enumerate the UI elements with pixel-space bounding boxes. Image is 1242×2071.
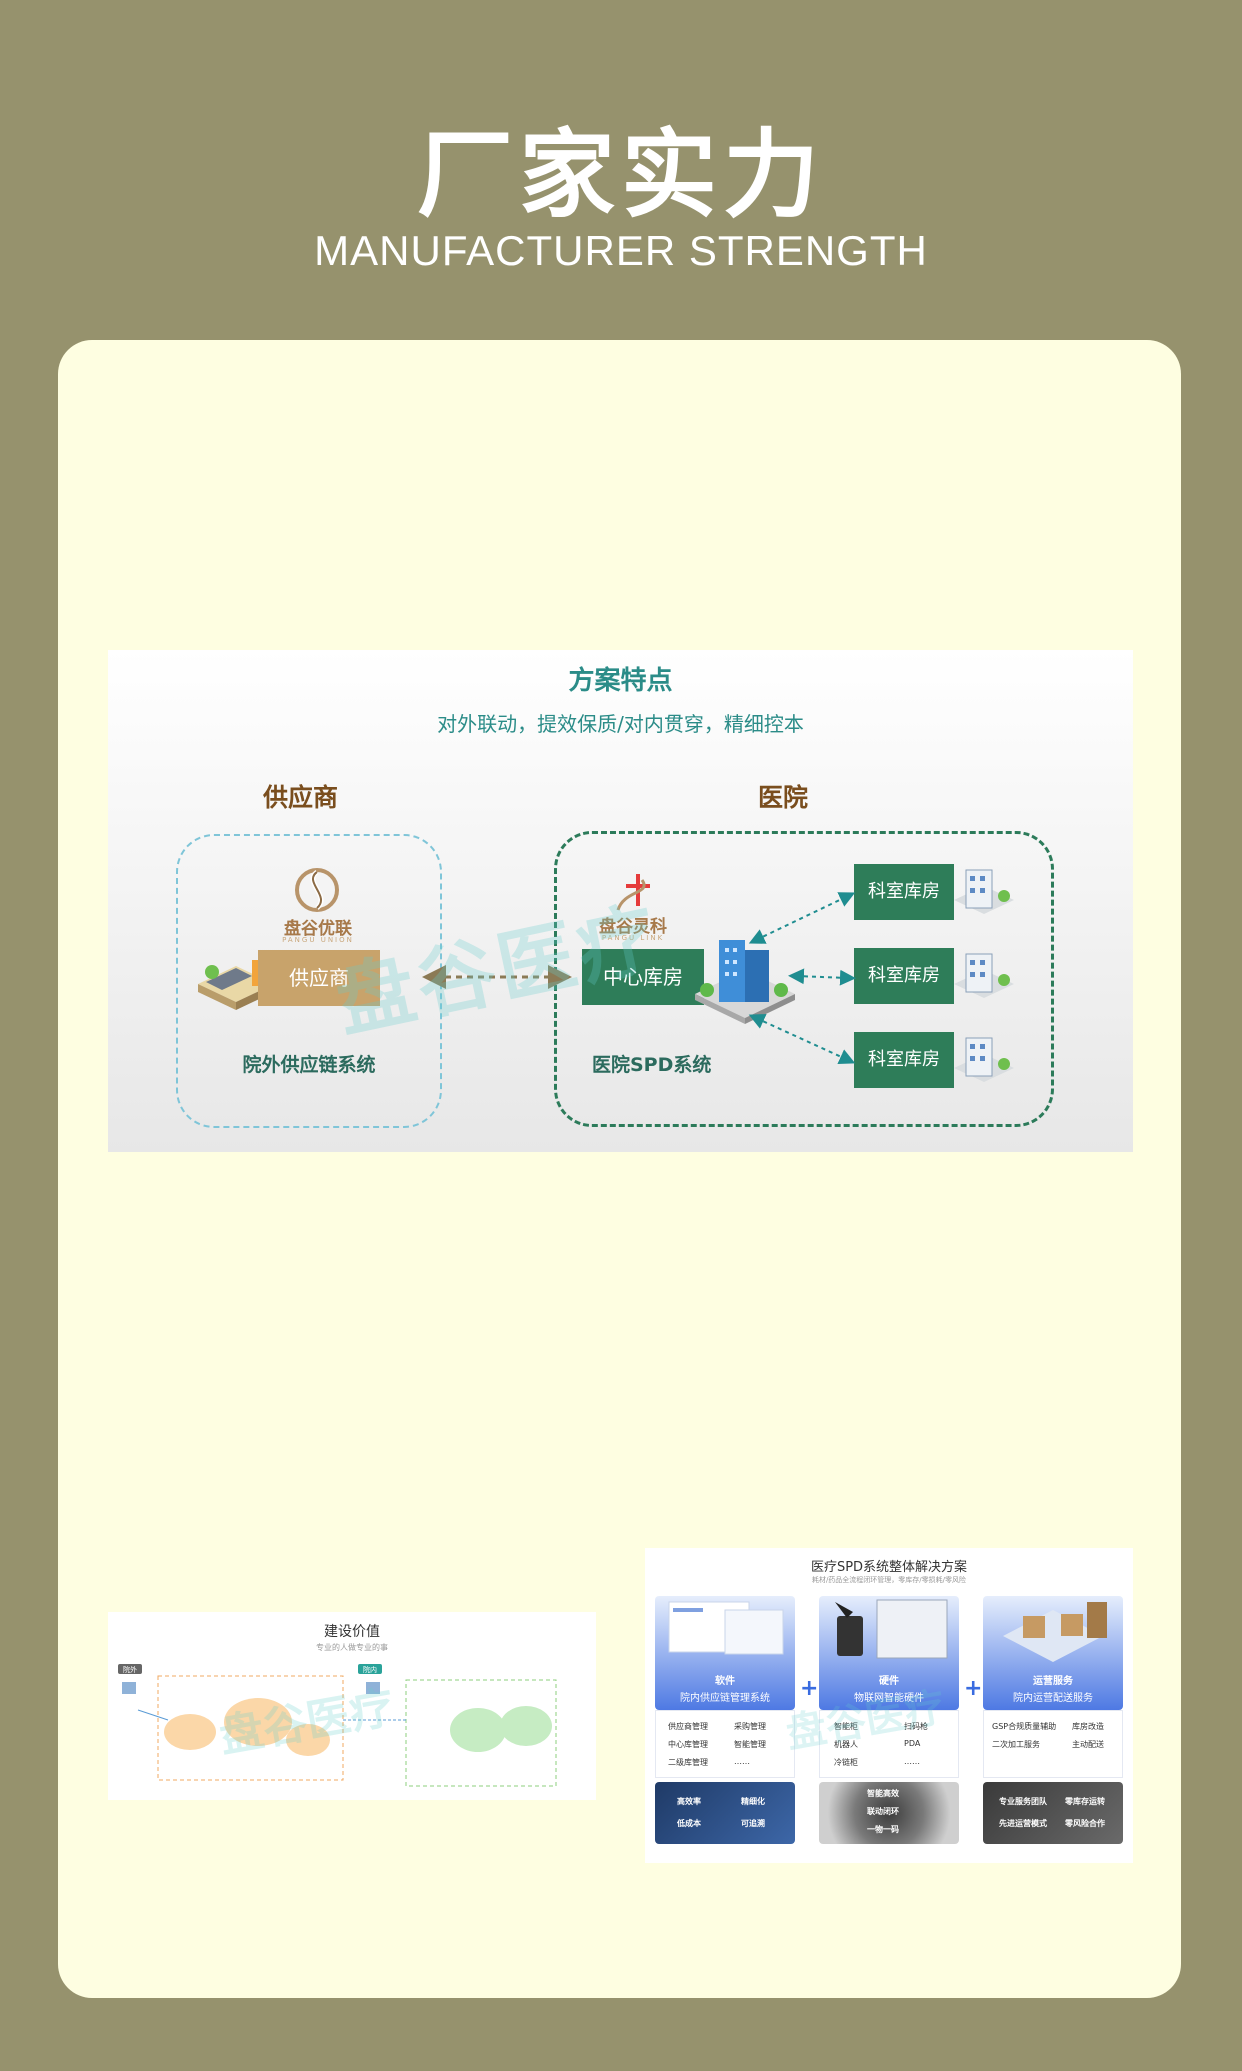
plus-icon: + [800,1676,819,1701]
software-column: 软件院内供应链管理系统 [655,1596,795,1710]
department-building-icon [954,1037,1014,1082]
hardware-column: 硬件物联网智能硬件 [819,1596,959,1710]
logo-left-text: 盘谷优联 [284,919,352,939]
supplier-node: 供应商 [258,950,380,1006]
department-building-icon [954,869,1014,914]
tile-text: 联动闭环 [867,1807,899,1816]
list-item: 供应商管理 [668,1722,708,1731]
tag-inside: 院内 [363,1665,377,1674]
tile-text: 低成本 [677,1819,701,1828]
supplier-heading: 供应商 [263,783,339,812]
tag-outside: 院外 [123,1665,137,1674]
benefit-tile: 智能高效 联动闭环 一物一码 [819,1782,959,1844]
list-item: GSP合规质量辅助 [992,1722,1057,1731]
list-item: 机器人 [834,1740,858,1749]
department-building-icon [954,953,1014,998]
list-item: PDA [904,1739,921,1748]
tile-text: 先进运营模式 [999,1819,1047,1828]
tile-text: 可追溯 [741,1819,765,1828]
department-warehouse-node: 科室库房 [854,864,954,920]
panel-subtitle: 耗材/药品全流程闭环管理，零库存/零损耗/零风险 [811,1576,967,1584]
benefit-tile: 专业服务团队 零库存运转 先进运营模式 零风险合作 [983,1782,1123,1844]
tile-text: 零库存运转 [1065,1797,1105,1806]
hospital-spd-system-label: 医院SPD系统 [592,1054,712,1076]
solution-features-panel: 方案特点 对外联动，提效保质/对内贯穿，精细控本 供应商 医院 盘谷优联 PAN… [108,650,1133,1152]
hardware-feature-list: 智能柜 扫码枪 机器人 PDA 冷链柜 …… [819,1710,959,1778]
tile-text: 零风险合作 [1065,1819,1105,1828]
list-item: 二次加工服务 [992,1740,1040,1749]
column-subtitle: 院内运营配送服务 [1013,1693,1093,1704]
page-header: 厂家实力 MANUFACTURER STRENGTH [0,0,1242,340]
list-item: 库房改造 [1072,1722,1104,1731]
panel-title: 方案特点 [568,666,673,696]
tile-text: 精细化 [741,1797,765,1806]
tile-text: 高效率 [677,1797,701,1806]
department-warehouse-node: 科室库房 [854,948,954,1004]
plus-icon: + [964,1676,983,1701]
benefit-tile: 高效率 精细化 低成本 可追溯 [655,1782,795,1844]
logo-right-text: 盘谷灵科 [599,917,667,937]
logo-right-subtext: PANGU LINK [601,934,665,942]
value-flow-diagram: 院外 院内 [118,1664,557,1787]
software-feature-list: 供应商管理 采购管理 中心库管理 智能管理 二级库管理 …… [655,1710,795,1778]
page-subtitle-en: MANUFACTURER STRENGTH [314,227,928,274]
flow-arrows [422,892,856,1064]
list-item: 采购管理 [734,1722,766,1731]
column-title: 硬件 [879,1676,899,1687]
page-title: 厂家实力 [417,119,825,231]
central-warehouse-node: 中心库房 [582,949,704,1005]
hospital-building-icon [695,940,795,1024]
column-title: 运营服务 [1033,1676,1073,1687]
panel-subtitle: 对外联动，提效保质/对内贯穿，精细控本 [437,712,804,736]
column-subtitle: 物联网智能硬件 [854,1693,924,1704]
column-subtitle: 院内供应链管理系统 [680,1693,770,1704]
overall-solution-panel: 医疗SPD系统整体解决方案 耗材/药品全流程闭环管理，零库存/零损耗/零风险 软… [645,1548,1133,1863]
list-item: …… [904,1757,920,1766]
panel-title: 医疗SPD系统整体解决方案 [810,1560,968,1575]
pangu-link-logo-icon [616,874,650,911]
pangu-union-logo-icon [295,868,339,912]
list-item: 智能柜 [834,1722,858,1731]
hardware-devices-icon [835,1599,948,1659]
list-item: 冷链柜 [834,1758,858,1767]
operation-service-column: 运营服务院内运营配送服务 [983,1596,1123,1710]
column-title: 软件 [715,1676,735,1687]
tile-text: 智能高效 [867,1789,899,1798]
warehouse-service-icon [1003,1602,1107,1662]
software-screens-icon [668,1601,784,1655]
list-item: 中心库管理 [668,1740,708,1749]
supplier-system-label: 院外供应链系统 [242,1054,376,1076]
tile-text: 专业服务团队 [999,1797,1047,1806]
list-item: 扫码枪 [904,1722,928,1731]
hospital-heading: 医院 [758,783,809,812]
tile-text: 一物一码 [867,1825,899,1834]
list-item: 主动配送 [1072,1740,1104,1749]
department-warehouse-node: 科室库房 [854,1032,954,1088]
panel-title: 建设价值 [324,1624,380,1640]
list-item: 智能管理 [734,1740,766,1749]
panel-subtitle: 专业的人做专业的事 [316,1643,388,1652]
list-item: 二级库管理 [668,1758,708,1767]
construction-value-panel: 建设价值 专业的人做专业的事 院外 院内 盘谷医疗 [108,1612,596,1800]
service-feature-list: GSP合规质量辅助 库房改造 二次加工服务 主动配送 [983,1710,1123,1778]
logo-left-subtext: PANGU UNION [282,936,354,944]
list-item: …… [734,1757,750,1766]
